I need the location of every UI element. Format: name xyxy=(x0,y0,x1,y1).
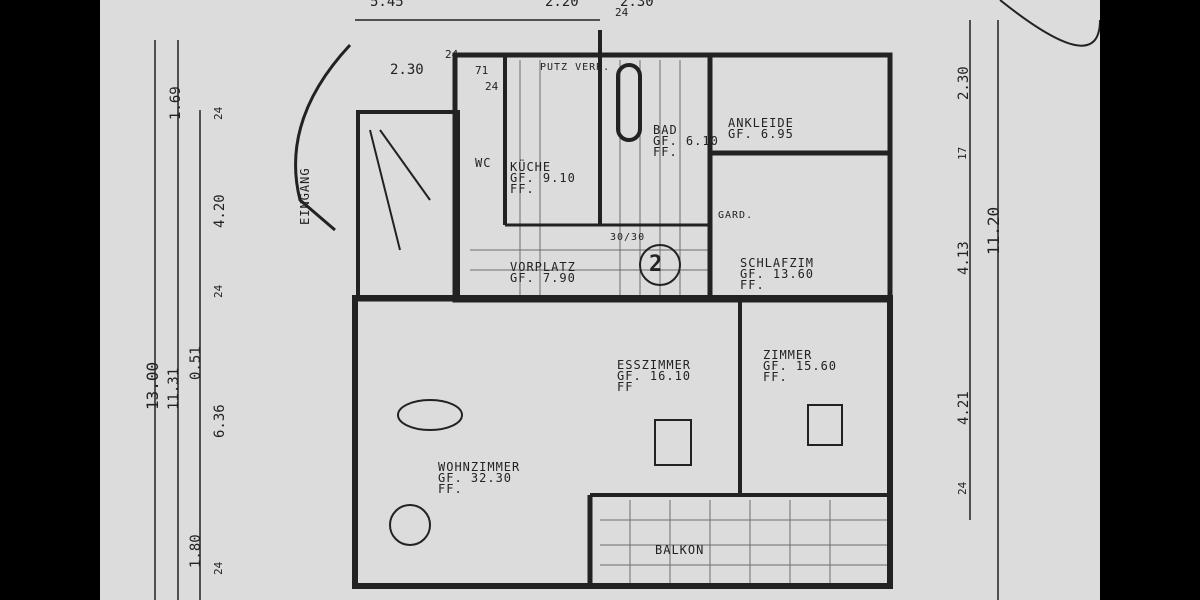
room-putz: PUTZ VERR. xyxy=(540,62,611,73)
room-floor: FF. xyxy=(763,370,788,384)
room-floor: FF xyxy=(617,380,634,394)
dim-right: 4.21 xyxy=(956,391,972,425)
room-name: BAD xyxy=(653,123,678,137)
dim-left: 24 xyxy=(212,561,225,575)
dim-left: 0.51 xyxy=(188,346,204,380)
room-area: GF. 13.60 xyxy=(740,267,815,281)
room-floor: FF. xyxy=(438,482,463,496)
stair-block xyxy=(356,110,460,300)
room-floor: FF. xyxy=(653,145,678,159)
dim-left: 1.80 xyxy=(188,534,204,568)
dim-top: 2.20 xyxy=(545,0,579,10)
room-name: ANKLEIDE xyxy=(728,116,794,130)
room-area: GF. 7.90 xyxy=(510,271,576,285)
outer-wall xyxy=(352,295,893,589)
dim-top: 2.30 xyxy=(620,0,654,10)
dim-right: 2.30 xyxy=(956,66,972,100)
dim-left: 11.31 xyxy=(166,367,182,410)
dim-left: 13.00 xyxy=(143,361,162,410)
room-name: VORPLATZ xyxy=(510,260,576,274)
dim-left: 1.69 xyxy=(168,86,184,120)
room-name: SCHLAFZIM xyxy=(740,256,815,270)
room-area: GF. 6.10 xyxy=(653,134,719,148)
dim-left: 24 xyxy=(212,284,225,298)
room-name: ESSZIMMER xyxy=(617,358,692,372)
room-area: GF. 32.30 xyxy=(438,471,513,485)
room-name: WOHNZIMMER xyxy=(438,460,521,474)
room-name: KÜCHE xyxy=(510,160,552,174)
room-wc: WC xyxy=(475,156,492,170)
room-area: GF. 6.95 xyxy=(728,127,794,141)
chimney-label: 30/30 xyxy=(610,232,646,243)
dim-left: 6.36 xyxy=(212,404,228,438)
dim-top: 2.30 xyxy=(390,62,424,78)
room-area: GF. 16.10 xyxy=(617,369,692,383)
room-eingang: EINGANG xyxy=(298,167,312,225)
room-area: GF. 9.10 xyxy=(510,171,576,185)
room-gard: GARD. xyxy=(718,210,754,221)
dim-top: 24 xyxy=(485,80,499,93)
room-floor: FF. xyxy=(510,182,535,196)
room-area: GF. 15.60 xyxy=(763,359,838,373)
room-name: ZIMMER xyxy=(763,348,813,362)
dim-top: 24 xyxy=(445,48,459,61)
dim-top: 5.45 xyxy=(370,0,404,10)
dim-right: 17 xyxy=(956,146,969,160)
dim-right: 4.13 xyxy=(956,241,972,275)
dim-left: 4.20 xyxy=(212,194,228,228)
room-floor: FF. xyxy=(740,278,765,292)
room-balkon: BALKON xyxy=(655,543,705,557)
dim-right: 24 xyxy=(956,481,969,495)
dim-top: 71 xyxy=(475,64,489,77)
floor-plan-drawing xyxy=(154,0,1100,600)
dim-left: 24 xyxy=(212,106,225,120)
unit-number: 2 xyxy=(649,252,663,277)
dim-top: 24 xyxy=(615,6,629,19)
dim-right: 11.20 xyxy=(984,206,1003,255)
